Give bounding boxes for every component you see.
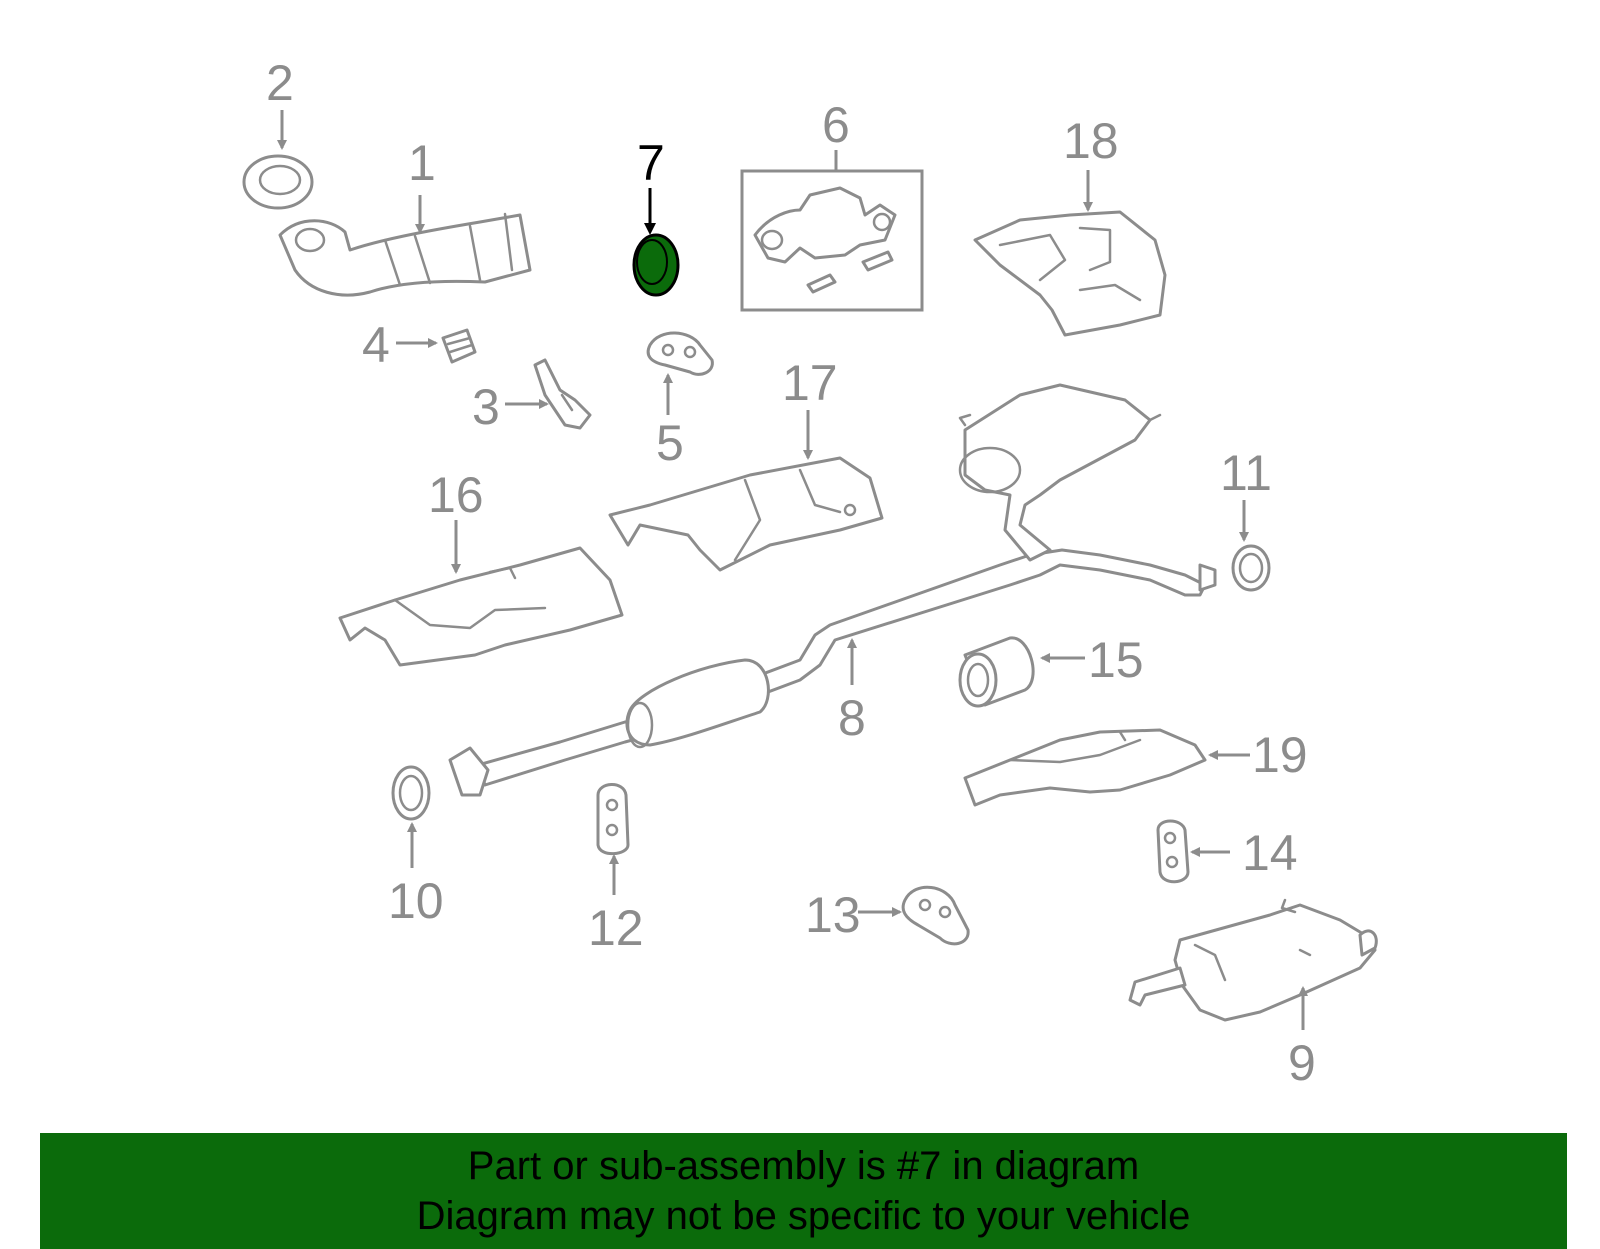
callout-2[interactable]: 2 — [266, 55, 294, 111]
part-9-muffler[interactable] — [1128, 898, 1378, 1022]
callout-18[interactable]: 18 — [1063, 113, 1119, 169]
callout-7[interactable]: 7 — [637, 135, 665, 191]
callout-12[interactable]: 12 — [588, 900, 644, 956]
callout-5[interactable]: 5 — [656, 415, 684, 471]
callout-4[interactable]: 4 — [362, 317, 390, 373]
callout-13[interactable]: 13 — [805, 887, 861, 943]
part-7-gasket-highlighted[interactable] — [632, 233, 680, 297]
part-4-nut[interactable] — [441, 328, 477, 364]
callout-17[interactable]: 17 — [782, 355, 838, 411]
part-5-bracket[interactable] — [646, 331, 714, 376]
banner-line-2: Diagram may not be specific to your vehi… — [416, 1194, 1191, 1238]
callout-8[interactable]: 8 — [838, 690, 866, 746]
part-info-banner: Part or sub-assembly is #7 in diagram Di… — [40, 1133, 1567, 1249]
part-11-gasket[interactable] — [1231, 544, 1271, 592]
callout-9[interactable]: 9 — [1288, 1035, 1316, 1091]
callout-11[interactable]: 11 — [1220, 445, 1272, 501]
part-8-exhaust-pipe[interactable] — [448, 383, 1217, 797]
callout-10[interactable]: 10 — [388, 873, 444, 929]
part-17-heat-shield[interactable] — [608, 456, 884, 572]
part-16-heat-shield[interactable] — [338, 546, 624, 667]
callout-14[interactable]: 14 — [1242, 825, 1298, 881]
part-19-heat-shield[interactable] — [963, 728, 1207, 807]
part-1-front-pipe[interactable] — [278, 212, 532, 297]
callout-16[interactable]: 16 — [428, 467, 484, 523]
part-18-heat-shield[interactable] — [973, 210, 1167, 337]
part-14-hanger[interactable] — [1156, 819, 1190, 884]
callout-3[interactable]: 3 — [472, 379, 500, 435]
part-2-gasket[interactable] — [242, 154, 314, 210]
part-12-hanger[interactable] — [596, 783, 630, 856]
part-15-finisher[interactable] — [958, 636, 1035, 708]
callout-19[interactable]: 19 — [1252, 727, 1308, 783]
banner-line-1: Part or sub-assembly is #7 in diagram — [467, 1144, 1140, 1188]
part-3-stud-bolt[interactable] — [533, 358, 592, 430]
callout-15[interactable]: 15 — [1088, 632, 1144, 688]
part-10-gasket[interactable] — [391, 765, 431, 821]
part-6-catalytic-converter[interactable] — [740, 169, 924, 312]
part-13-bracket[interactable] — [901, 885, 970, 946]
callout-6[interactable]: 6 — [822, 97, 850, 153]
callout-1[interactable]: 1 — [408, 135, 436, 191]
